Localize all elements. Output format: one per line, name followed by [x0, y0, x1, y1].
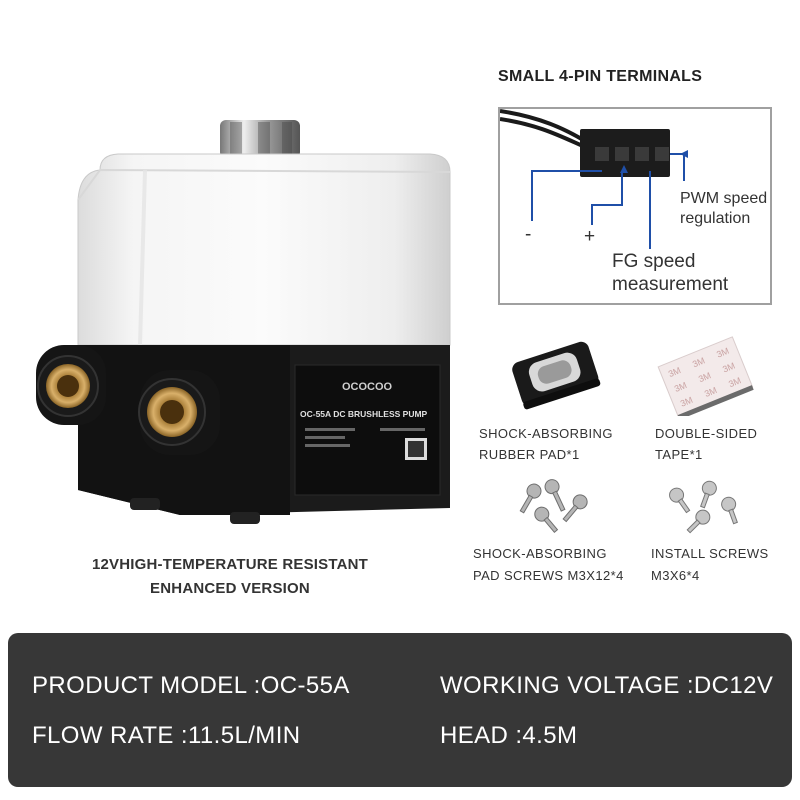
- pump-label-title: OC-55A DC BRUSHLESS PUMP: [300, 409, 428, 419]
- pump-image: OCOCOO OC-55A DC BRUSHLESS PUMP: [36, 120, 451, 524]
- accessory-3-line1: SHOCK-ABSORBING: [473, 546, 607, 561]
- pump-caption-line2: ENHANCED VERSION: [150, 580, 310, 597]
- fg-label-line2: measurement: [612, 274, 729, 295]
- terminal-plus-label: +: [584, 226, 596, 247]
- brand-logo: OCOCOO: [342, 381, 393, 393]
- accessory-3-line2: PAD SCREWS M3X12*4: [473, 568, 624, 583]
- pwm-label-line1: PWM speed: [680, 190, 768, 207]
- spec-panel: PRODUCT MODEL :OC-55A WORKING VOLTAGE :D…: [8, 633, 792, 787]
- svg-text:3M: 3M: [715, 346, 730, 360]
- terminal-diagram: - + PWM speed regulation FG speed measur…: [498, 107, 772, 305]
- accessory-2-line2: TAPE*1: [655, 447, 703, 462]
- accessory-1-line1: SHOCK-ABSORBING: [479, 426, 613, 441]
- connector-drawing: [500, 109, 688, 249]
- terminals-title: SMALL 4-PIN TERMINALS: [498, 68, 703, 85]
- accessory-2-line1: DOUBLE-SIDED: [655, 426, 758, 441]
- svg-text:3M: 3M: [727, 375, 742, 389]
- spec-model: PRODUCT MODEL :OC-55A: [32, 672, 350, 699]
- rubber-pad-icon: [512, 341, 601, 410]
- spec-flow-rate: FLOW RATE :11.5L/MIN: [32, 722, 301, 749]
- pump-caption-line1: 12VHIGH-TEMPERATURE RESISTANT: [91, 556, 369, 573]
- terminal-minus-label: -: [525, 224, 532, 245]
- svg-text:3M: 3M: [667, 365, 682, 379]
- install-screws-icon: [669, 480, 738, 534]
- spec-head: HEAD :4.5M: [440, 722, 578, 749]
- pwm-label-line2: regulation: [680, 210, 751, 227]
- accessory-1-line2: RUBBER PAD*1: [479, 447, 580, 462]
- pad-screws-icon: [519, 479, 588, 534]
- accessory-4-line2: M3X6*4: [651, 568, 700, 583]
- svg-text:3M: 3M: [673, 380, 688, 394]
- svg-text:3M: 3M: [721, 360, 736, 374]
- svg-text:3M: 3M: [691, 355, 706, 369]
- fitting-left: [36, 345, 106, 425]
- fg-label-line1: FG speed: [612, 251, 696, 272]
- fitting-right: [138, 370, 220, 455]
- svg-text:3M: 3M: [679, 395, 694, 409]
- accessory-4-line1: INSTALL SCREWS: [651, 546, 769, 561]
- svg-text:3M: 3M: [697, 370, 712, 384]
- spec-voltage: WORKING VOLTAGE :DC12V: [440, 672, 774, 699]
- svg-text:3M: 3M: [703, 385, 718, 399]
